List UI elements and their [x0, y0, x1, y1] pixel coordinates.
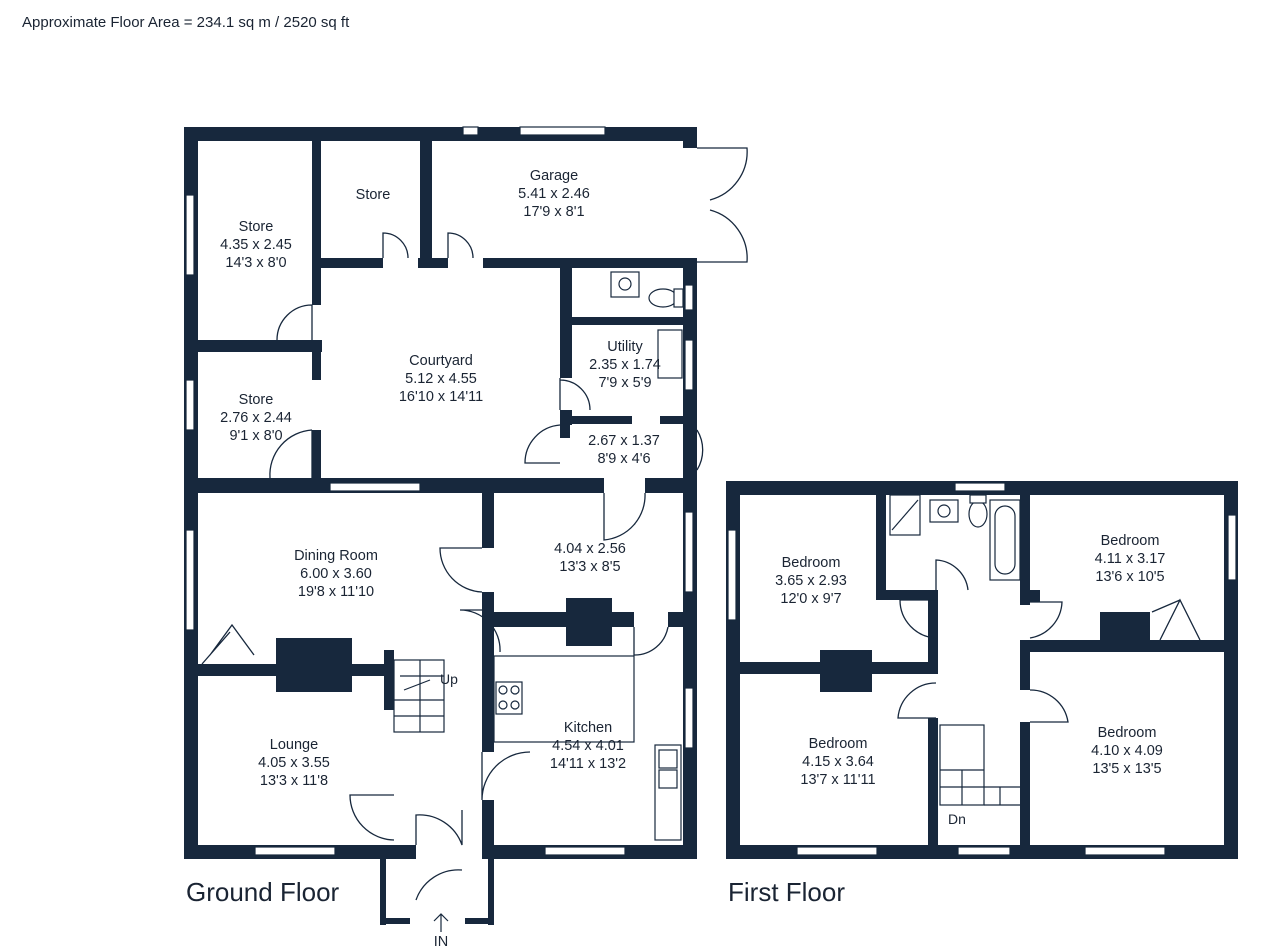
ground-floor-doors — [201, 147, 748, 901]
sitting-metric: 4.04 x 2.56 — [554, 541, 626, 557]
garage-imperial: 17'9 x 8'1 — [523, 204, 584, 220]
utility-name: Utility — [607, 339, 643, 355]
ground-floor-title: Ground Floor — [186, 877, 340, 907]
store-lower-imperial: 9'1 x 8'0 — [229, 428, 282, 444]
bed3-metric: 4.15 x 3.64 — [802, 754, 874, 770]
store-lower-metric: 2.76 x 2.44 — [220, 410, 292, 426]
bed2-name: Bedroom — [1101, 533, 1160, 549]
dining-name: Dining Room — [294, 548, 378, 564]
kitchen-name: Kitchen — [564, 720, 612, 736]
arrow-up-icon — [433, 913, 449, 932]
bed1-metric: 3.65 x 2.93 — [775, 573, 847, 589]
kitchen-metric: 4.54 x 4.01 — [552, 738, 624, 754]
first-floor-stairs — [939, 724, 1020, 806]
lounge-imperial: 13'3 x 11'8 — [260, 773, 328, 789]
bed1-name: Bedroom — [782, 555, 841, 571]
store-left-imperial: 14'3 x 8'0 — [225, 255, 286, 271]
utility-imperial: 7'9 x 5'9 — [598, 375, 651, 391]
ground-floor-stairs — [393, 659, 445, 733]
room-labels: Garage 5.41 x 2.46 17'9 x 8'1 Store Stor… — [220, 168, 1165, 950]
first-floor-windows — [727, 482, 1237, 856]
bed2-metric: 4.11 x 3.17 — [1095, 551, 1166, 567]
entrance-label: IN — [434, 934, 449, 950]
lobby-imperial: 8'9 x 4'6 — [597, 451, 650, 467]
first-floor-title: First Floor — [728, 877, 845, 907]
lobby-metric: 2.67 x 1.37 — [588, 433, 660, 449]
kitchen-imperial: 14'11 x 13'2 — [550, 756, 626, 772]
bed3-name: Bedroom — [809, 736, 868, 752]
ground-floor-fixtures — [493, 271, 684, 841]
bed1-imperial: 12'0 x 9'7 — [780, 591, 841, 607]
garage-name: Garage — [530, 168, 578, 184]
bed4-imperial: 13'5 x 13'5 — [1092, 761, 1161, 777]
dining-metric: 6.00 x 3.60 — [300, 566, 372, 582]
floor-area-text: Approximate Floor Area = 234.1 sq m / 25… — [22, 14, 350, 31]
bed4-name: Bedroom — [1098, 725, 1157, 741]
stairs-up-label: Up — [440, 671, 458, 687]
garage-metric: 5.41 x 2.46 — [518, 186, 590, 202]
bed4-metric: 4.10 x 4.09 — [1091, 743, 1163, 759]
store-left-metric: 4.35 x 2.45 — [220, 237, 292, 253]
bed3-imperial: 13'7 x 11'11 — [800, 772, 875, 788]
courtyard-metric: 5.12 x 4.55 — [405, 371, 477, 387]
first-floor-walls — [726, 481, 1238, 859]
lounge-name: Lounge — [270, 737, 318, 753]
ground-floor-windows — [185, 126, 694, 856]
store-left-name: Store — [239, 219, 274, 235]
store-lower-name: Store — [239, 392, 274, 408]
first-floor-fixtures — [889, 494, 1021, 581]
bed2-imperial: 13'6 x 10'5 — [1095, 569, 1164, 585]
first-floor-doors — [897, 559, 1201, 723]
dining-imperial: 19'8 x 11'10 — [298, 584, 374, 600]
courtyard-imperial: 16'10 x 14'11 — [399, 389, 483, 405]
lounge-metric: 4.05 x 3.55 — [258, 755, 330, 771]
store-top-name: Store — [356, 187, 391, 203]
stairs-down-label: Dn — [948, 811, 966, 827]
utility-metric: 2.35 x 1.74 — [589, 357, 661, 373]
courtyard-name: Courtyard — [409, 353, 473, 369]
sitting-imperial: 13'3 x 8'5 — [559, 559, 620, 575]
